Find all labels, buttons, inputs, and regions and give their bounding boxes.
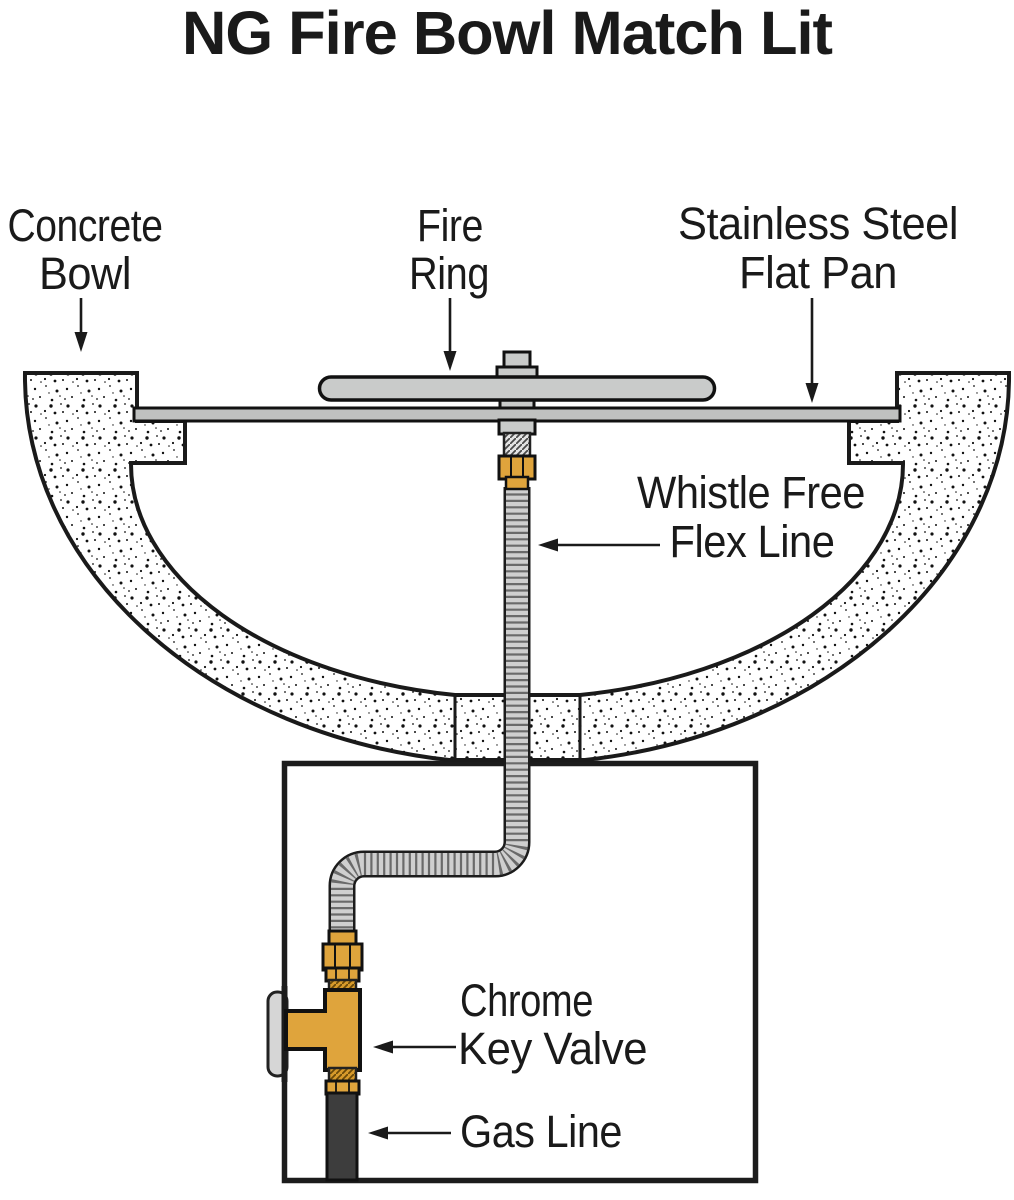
key-valve-body [284,988,362,1072]
label-key-valve-line2: Key Valve [458,1023,647,1074]
key-valve-arrow [373,1040,456,1054]
label-fire-ring-line2: Ring [409,248,489,299]
threaded-stud [502,431,532,459]
concrete-bowl-shape [22,371,1012,762]
fire-ring-arrow [443,298,457,371]
flex-line-arrow [538,538,660,552]
label-gas-line: Gas Line [460,1106,622,1157]
label-fire-ring-line1: Fire [417,200,483,251]
gas-line-arrow [368,1126,451,1140]
label-flat-pan-line1: Stainless Steel [678,198,958,249]
flex-inlet-brass-nut [497,454,537,491]
label-concrete-bowl-line2: Bowl [39,248,131,299]
key-valve-assembly [284,929,364,1096]
flat-pan-arrow [805,298,819,403]
flex-line-tube [328,487,531,932]
concrete-bowl-arrow [74,298,88,352]
gas-pipe-shape [325,1091,359,1182]
fire-ring-shape [317,375,717,402]
flex-line-ribs [331,487,528,932]
label-key-valve-line1: Chrome [460,975,593,1026]
label-flat-pan-line2: Flat Pan [739,247,897,298]
label-flex-line-line1: Whistle Free [637,467,865,518]
valve-lower-band [324,1079,361,1096]
valve-coupling-nut [321,942,364,972]
label-flex-line-line2: Flex Line [670,516,835,567]
label-concrete-bowl-line1: Concrete [8,200,163,251]
diagram-title: NG Fire Bowl Match Lit [182,0,833,67]
